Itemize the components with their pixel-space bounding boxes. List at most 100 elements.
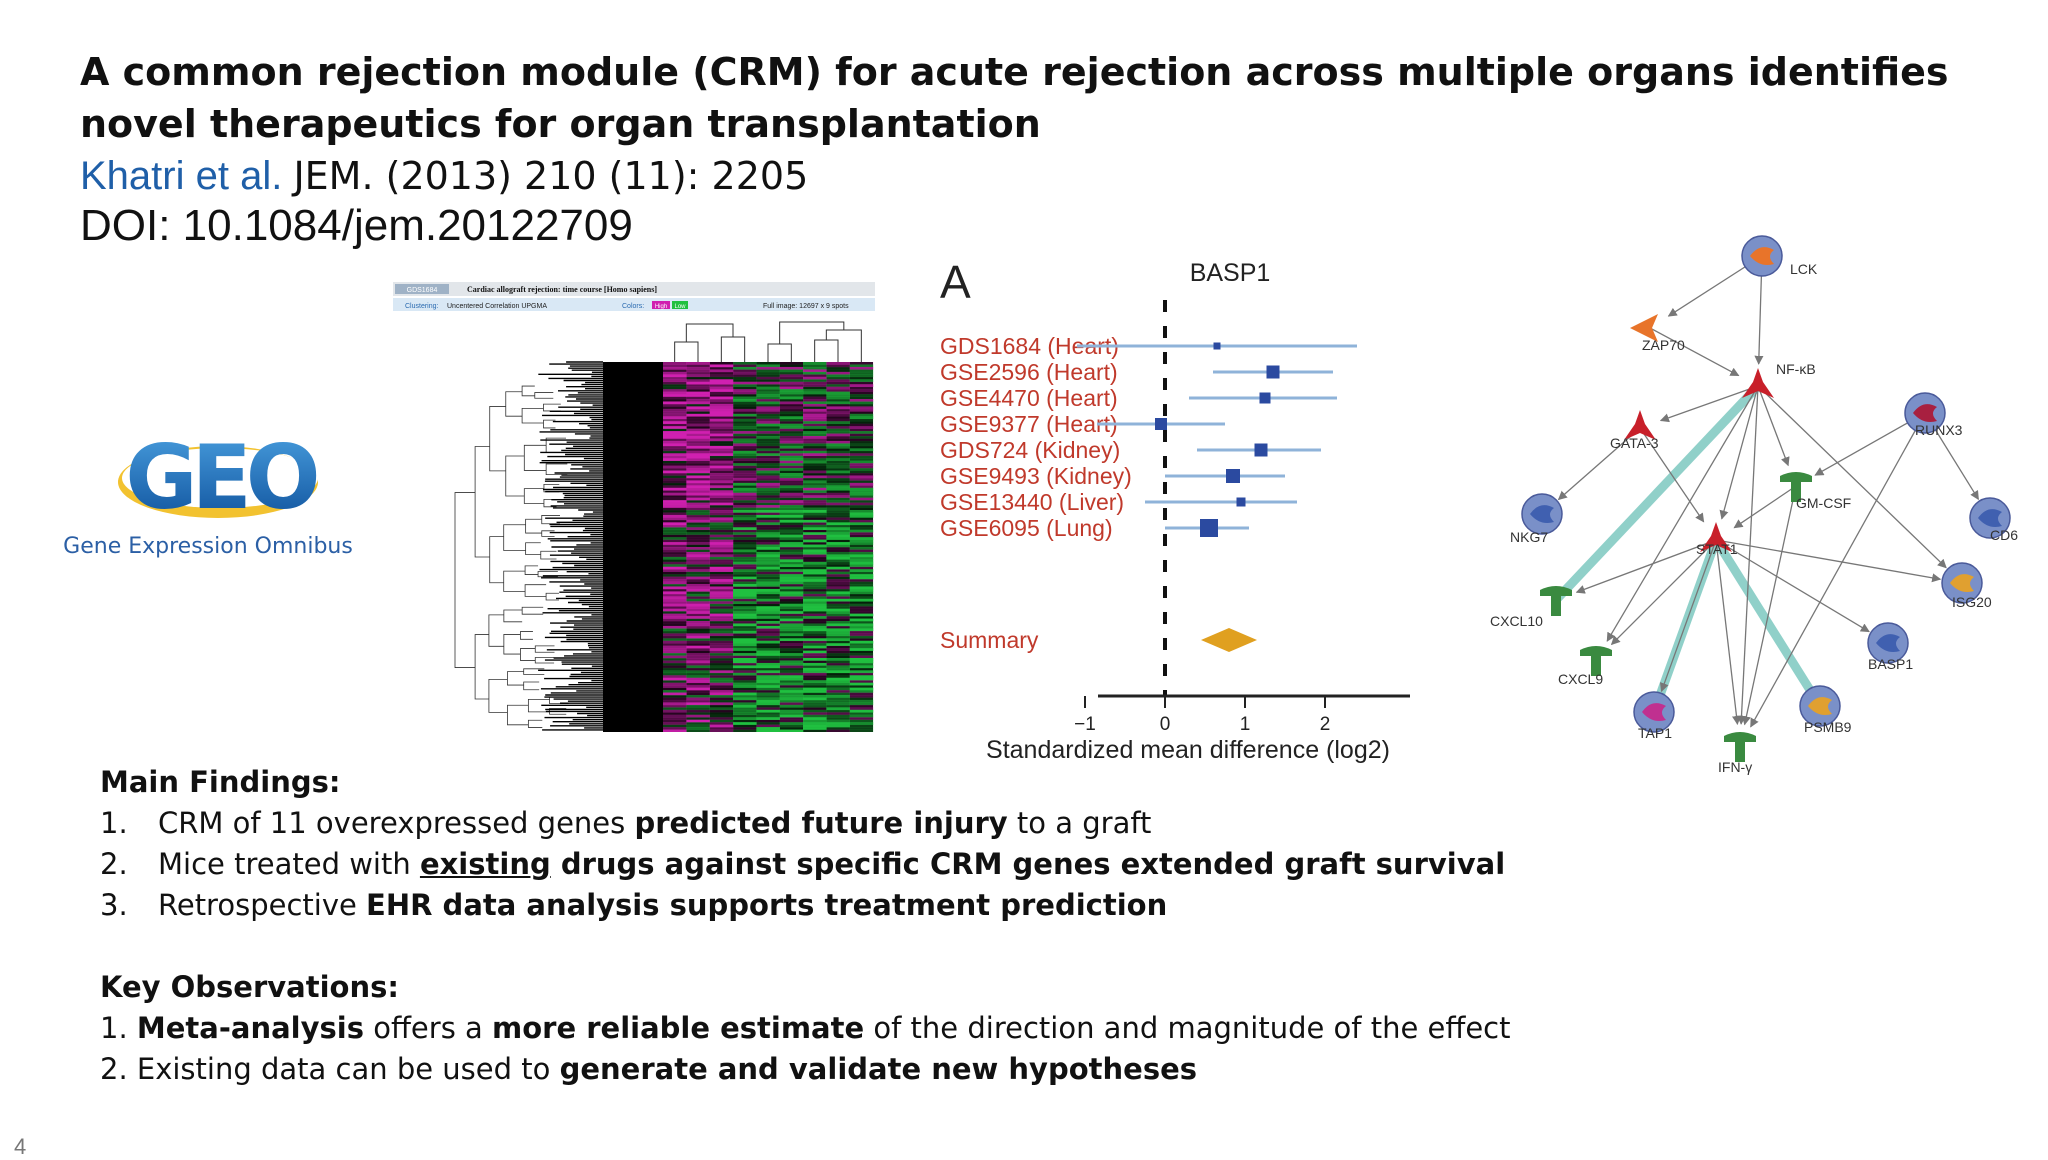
heatmap-cell — [803, 433, 827, 437]
heatmap-cell — [686, 561, 710, 565]
heatmap-cell — [756, 438, 780, 442]
heatmap-cell — [779, 458, 804, 461]
heatmap-cell — [803, 660, 827, 664]
heatmap-cell — [779, 436, 804, 439]
heatmap-cell — [779, 362, 804, 365]
heatmap-cell — [849, 628, 874, 632]
study-label: GSE13440 (Liver) — [940, 489, 1124, 515]
finding-number: 1. — [100, 806, 128, 840]
heatmap-cell — [756, 495, 780, 498]
heatmap-cell — [686, 399, 710, 402]
heatmap-cell — [733, 519, 757, 523]
heatmap-cell — [756, 714, 780, 718]
heatmap-cell — [663, 411, 687, 415]
heatmap-cell — [803, 719, 827, 723]
heatmap-cell — [803, 532, 827, 535]
heatmap-cell — [733, 588, 757, 592]
heatmap-cell — [849, 717, 874, 720]
heatmap-cell — [803, 423, 827, 427]
network-node: RUNX3 — [1904, 392, 1963, 438]
heatmap-cell — [756, 665, 780, 669]
heatmap-cell — [803, 675, 827, 679]
heatmap-cell — [756, 416, 780, 420]
heatmap-cell — [709, 396, 734, 400]
heatmap-cell — [849, 687, 874, 691]
heatmap-cell — [779, 433, 804, 437]
heatmap-cell — [849, 514, 874, 518]
heatmap-cell — [663, 433, 687, 437]
heatmap-cell — [663, 416, 687, 420]
heatmap-cell — [663, 369, 687, 373]
heatmap-cell — [756, 487, 780, 491]
heatmap-cell — [826, 559, 850, 563]
heatmap-cell — [803, 714, 827, 718]
heatmap-cell — [709, 616, 734, 619]
heatmap-cell — [663, 699, 687, 703]
heatmap-cell — [733, 396, 757, 400]
heatmap-cell — [779, 729, 804, 733]
heatmap-cell — [849, 606, 874, 609]
heatmap-cell — [803, 465, 827, 469]
heatmap-cell — [779, 677, 804, 681]
heatmap-cell — [849, 574, 874, 577]
heatmap-cell — [803, 507, 827, 511]
heatmap-cell — [663, 381, 687, 385]
heatmap-cell — [709, 426, 734, 429]
interaction-edge — [1610, 539, 1717, 646]
heatmap-cell — [779, 381, 804, 385]
heatmap-cell — [686, 379, 710, 383]
heatmap-cell — [733, 623, 757, 627]
heatmap-cell — [826, 704, 850, 708]
heatmap-cell — [803, 519, 827, 523]
heatmap-cell — [709, 586, 734, 590]
heatmap-cell — [756, 712, 780, 716]
heatmap-cell — [709, 566, 734, 570]
dendrogram-branch — [543, 419, 556, 429]
heatmap-cell — [733, 611, 757, 614]
heatmap-cell — [756, 640, 780, 644]
heatmap-cell — [826, 473, 850, 476]
interaction-edge — [1557, 427, 1641, 501]
heatmap-cell — [849, 440, 874, 444]
heatmap-cell — [709, 428, 734, 432]
heatmap-cell — [826, 547, 850, 550]
heatmap-cell — [826, 551, 850, 555]
heatmap-cell — [733, 532, 757, 535]
heatmap-cell — [756, 514, 780, 518]
heatmap-cell — [826, 699, 850, 703]
heatmap-cell — [663, 482, 687, 486]
heatmap-cell — [663, 495, 687, 498]
heatmap-cell — [849, 547, 874, 550]
heatmap-cell — [803, 394, 827, 397]
heatmap-cell — [709, 613, 734, 617]
heatmap-cell — [686, 537, 710, 540]
dendrogram-branch — [525, 542, 541, 556]
heatmap-cell — [663, 549, 687, 553]
heatmap-cell — [803, 603, 827, 607]
heatmap-cell — [663, 371, 687, 375]
heatmap-cell — [756, 431, 780, 434]
dendrogram-branch — [505, 455, 525, 497]
heatmap-cell — [849, 682, 874, 686]
heatmap-cell — [826, 514, 850, 518]
heatmap-cell — [663, 507, 687, 511]
heatmap-cell — [733, 677, 757, 681]
interaction-edge — [1741, 485, 1797, 726]
heatmap-cell — [686, 625, 710, 629]
heatmap-cell — [709, 662, 734, 666]
heatmap-cell — [803, 699, 827, 703]
heatmap-cell — [733, 566, 757, 570]
heatmap-cell — [779, 470, 804, 474]
heatmap-cell — [663, 445, 687, 449]
heatmap-cell — [709, 680, 734, 683]
heatmap-cell — [803, 697, 827, 701]
heatmap-cell — [686, 482, 710, 486]
heatmap-cell — [756, 559, 780, 563]
heatmap-cell — [803, 470, 827, 474]
heatmap-cell — [733, 408, 757, 412]
heatmap-cell — [779, 455, 804, 459]
heatmap-cell — [686, 618, 710, 622]
heatmap-cell — [733, 547, 757, 550]
heatmap-cell — [826, 593, 850, 597]
heatmap-cell — [779, 648, 804, 651]
